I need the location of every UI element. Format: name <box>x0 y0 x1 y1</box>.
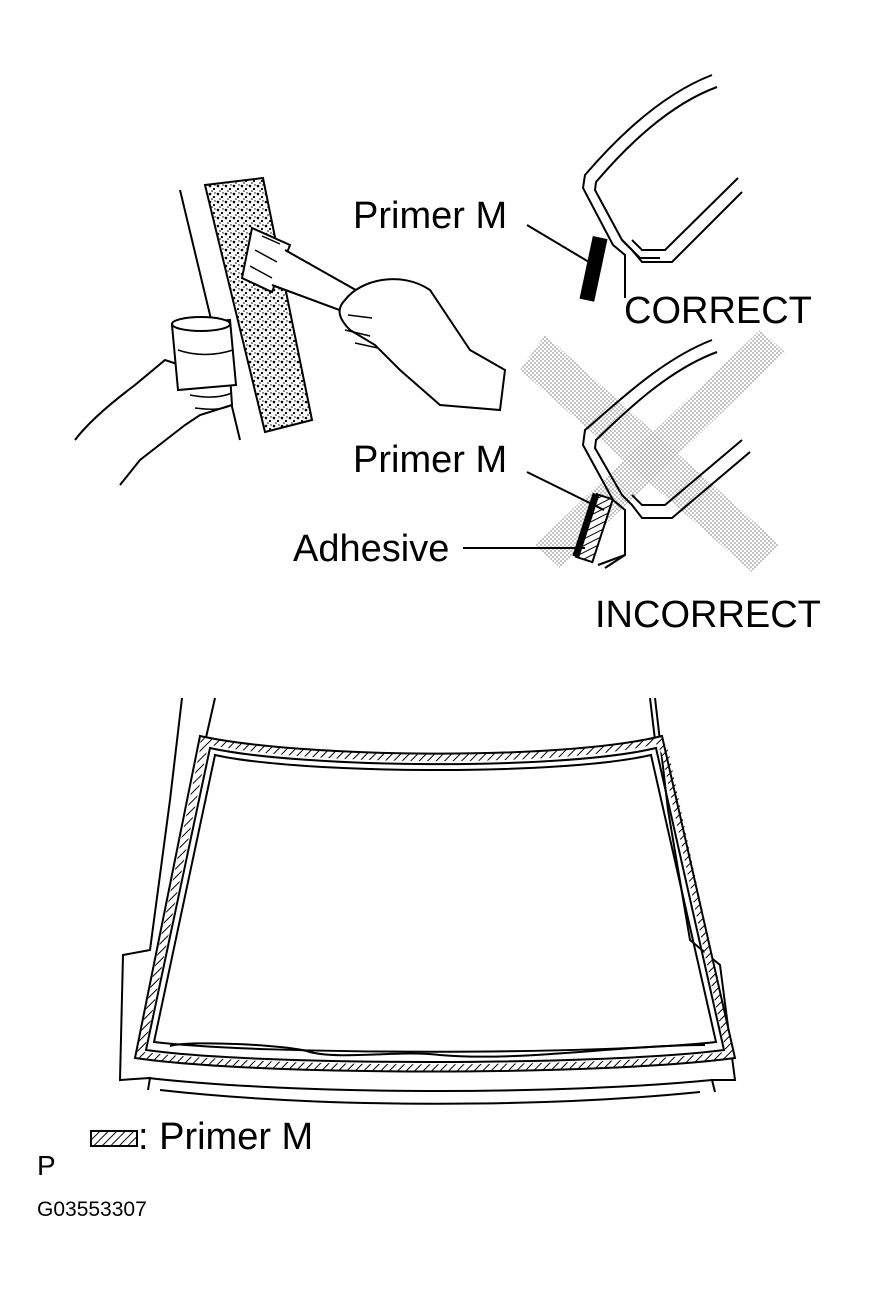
primer-band-ring <box>135 735 735 1072</box>
correct-primer-layer <box>579 236 608 302</box>
primer-correct-leader <box>526 224 595 266</box>
cowl-panel <box>147 1077 713 1092</box>
label-correct: CORRECT <box>624 290 812 332</box>
page-letter: P <box>37 1150 56 1181</box>
left-hand-with-cup <box>74 316 238 486</box>
incorrect-cross-section <box>520 330 785 572</box>
right-hand-with-brush <box>240 226 507 412</box>
label-primer-m-correct: Primer M <box>353 195 508 237</box>
label-incorrect: INCORRECT <box>595 594 821 636</box>
label-primer-m-incorrect: Primer M <box>353 439 508 481</box>
legend-primer-m: : Primer M <box>138 1116 314 1158</box>
incorrect-cross-mark <box>520 330 785 572</box>
windshield-opening-view <box>118 697 737 1105</box>
correct-cross-section <box>579 74 743 302</box>
figure-code: G03553307 <box>37 1198 147 1221</box>
inner-opening-edge <box>152 753 718 1053</box>
primed-flange-strip <box>203 176 314 434</box>
legend-swatch-primer <box>90 1130 138 1147</box>
primer-incorrect-leader <box>526 471 605 511</box>
brush-application-illustration <box>74 176 507 486</box>
label-adhesive: Adhesive <box>293 528 450 570</box>
